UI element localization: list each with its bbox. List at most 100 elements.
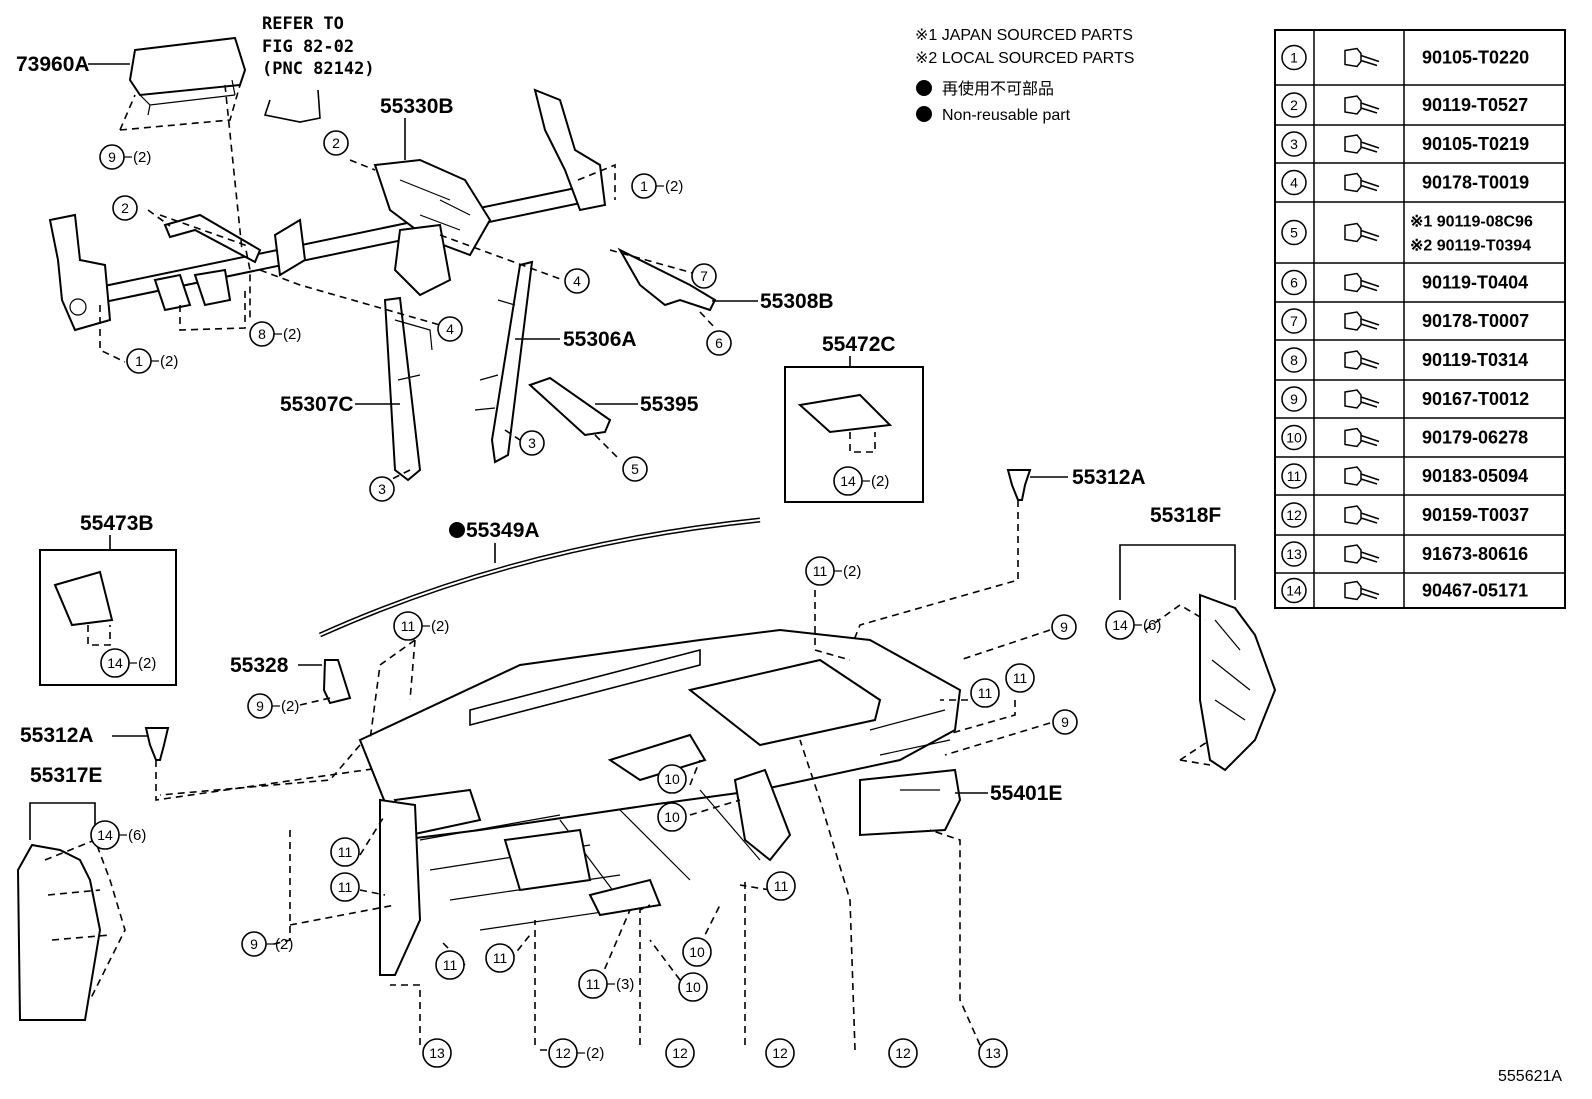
non-reusable-dot-icon	[449, 522, 465, 538]
table-num-circle	[1281, 269, 1307, 296]
part-label-55308B: 55308B	[760, 290, 834, 313]
fastener-icon	[1344, 505, 1380, 525]
ref-note-line2: FIG 82-02	[262, 37, 354, 57]
callout-circle	[485, 943, 515, 973]
part-label-55306A: 55306A	[563, 328, 637, 351]
callout-circle	[330, 837, 360, 867]
fastener-icon	[1344, 427, 1380, 448]
callout-number: 13	[429, 1045, 445, 1061]
callout-number: 9	[256, 698, 264, 714]
part-label-55349A: 55349A	[466, 519, 540, 542]
callout-circle	[682, 937, 712, 967]
callout-circle	[657, 764, 687, 794]
part-label-55312A-top: 55312A	[1072, 466, 1146, 489]
fastener-icon	[1344, 350, 1380, 370]
part-label-55318F: 55318F	[1150, 504, 1221, 527]
callout-circle	[978, 1038, 1008, 1068]
table-row-number: 10	[1286, 430, 1302, 446]
callout-number: 9	[1060, 619, 1068, 635]
table-part-number: 90467-05171	[1422, 581, 1528, 601]
callout-number: 10	[664, 771, 680, 787]
table-part-number: 90167-T0012	[1422, 389, 1529, 409]
table-row-number: 9	[1290, 391, 1298, 407]
table-row-number: 12	[1286, 507, 1302, 523]
callout-circle	[1051, 614, 1077, 640]
part-label-55312A-left: 55312A	[20, 724, 94, 747]
table-row-number: 6	[1290, 275, 1298, 291]
callout-number: 13	[985, 1045, 1001, 1061]
table-part-number: 90105-T0220	[1422, 48, 1529, 68]
table-part-number: 90105-T0219	[1422, 134, 1529, 154]
callout-number: 14	[107, 655, 123, 671]
callout-number: 11	[338, 844, 353, 860]
callout-number: 8	[258, 326, 266, 342]
callout-circle	[765, 1038, 795, 1068]
ref-note-line3: (PNC 82142)	[262, 59, 375, 79]
callout-circle	[564, 268, 590, 294]
callout-circle	[706, 330, 732, 356]
table-num-circle	[1281, 169, 1307, 196]
callout-number: 2	[121, 200, 129, 216]
callout-number: 3	[378, 481, 386, 497]
table-num-circle	[1281, 577, 1307, 604]
callout-quantity: (2)	[283, 326, 301, 343]
callout-circle	[323, 130, 349, 156]
callout-number: 11	[401, 618, 416, 634]
callout-number: 11	[338, 879, 353, 895]
callout-number: 14	[840, 473, 856, 489]
callout-number: 4	[446, 321, 454, 337]
callout-quantity: (6)	[1143, 617, 1161, 634]
table-row-number: 5	[1290, 225, 1298, 241]
figure-id: 555621A	[1498, 1068, 1562, 1085]
table-part-number: 90179-06278	[1422, 428, 1528, 448]
part-label-55328: 55328	[230, 654, 289, 677]
callout-number: 2	[332, 135, 340, 151]
legend-non-reusable-jp: 再使用不可部品	[942, 80, 1054, 98]
part-label-73960A: 73960A	[16, 53, 90, 76]
callout-number: 14	[1112, 617, 1128, 633]
callout-quantity: (2)	[160, 353, 178, 370]
instrument-panel-assembly	[358, 628, 962, 976]
table-part-number: 90178-T0007	[1422, 311, 1529, 331]
table-num-circle	[1281, 308, 1307, 334]
callout-circle	[422, 1038, 452, 1068]
callout-number: 1	[640, 178, 648, 194]
part-label-55330B: 55330B	[380, 95, 454, 118]
callout-circle	[112, 195, 138, 221]
callout-circle	[678, 972, 708, 1002]
table-num-circle	[1281, 347, 1307, 373]
callout-circle	[369, 476, 395, 502]
fastener-icon	[1344, 466, 1380, 486]
callout-quantity: (2)	[281, 698, 299, 715]
fastener-icon	[1344, 544, 1380, 564]
part-label-55395: 55395	[640, 393, 699, 416]
callout-number: 6	[715, 335, 723, 351]
callout-number: 12	[895, 1045, 911, 1061]
table-num-circle	[1281, 131, 1307, 157]
fastener-icon	[1344, 47, 1380, 68]
fastener-icon	[1344, 580, 1380, 601]
callout-number: 11	[493, 950, 508, 966]
callout-quantity: (2)	[665, 178, 683, 195]
callout-quantity: (2)	[431, 618, 449, 635]
callout-circle	[519, 430, 545, 456]
table-row-number: 1	[1290, 50, 1298, 66]
callout-number: 1	[135, 353, 143, 369]
non-reusable-dot-icon	[916, 80, 932, 96]
callout-circle	[691, 263, 717, 289]
table-num-circle	[1281, 219, 1307, 246]
part-label-55401E: 55401E	[990, 782, 1062, 805]
legend-local: ※2 LOCAL SOURCED PARTS	[915, 50, 1134, 67]
table-num-circle	[1281, 541, 1307, 567]
table-num-circle	[1281, 463, 1307, 489]
table-part-number: ※1 90119-08C96	[1410, 214, 1533, 231]
part-label-55473B: 55473B	[80, 512, 154, 535]
table-part-number: 90183-05094	[1422, 466, 1528, 486]
table-row-number: 8	[1290, 352, 1298, 368]
fastener-icon	[1344, 222, 1380, 243]
part-label-55472C: 55472C	[822, 333, 896, 356]
fastener-icon	[1344, 95, 1380, 115]
